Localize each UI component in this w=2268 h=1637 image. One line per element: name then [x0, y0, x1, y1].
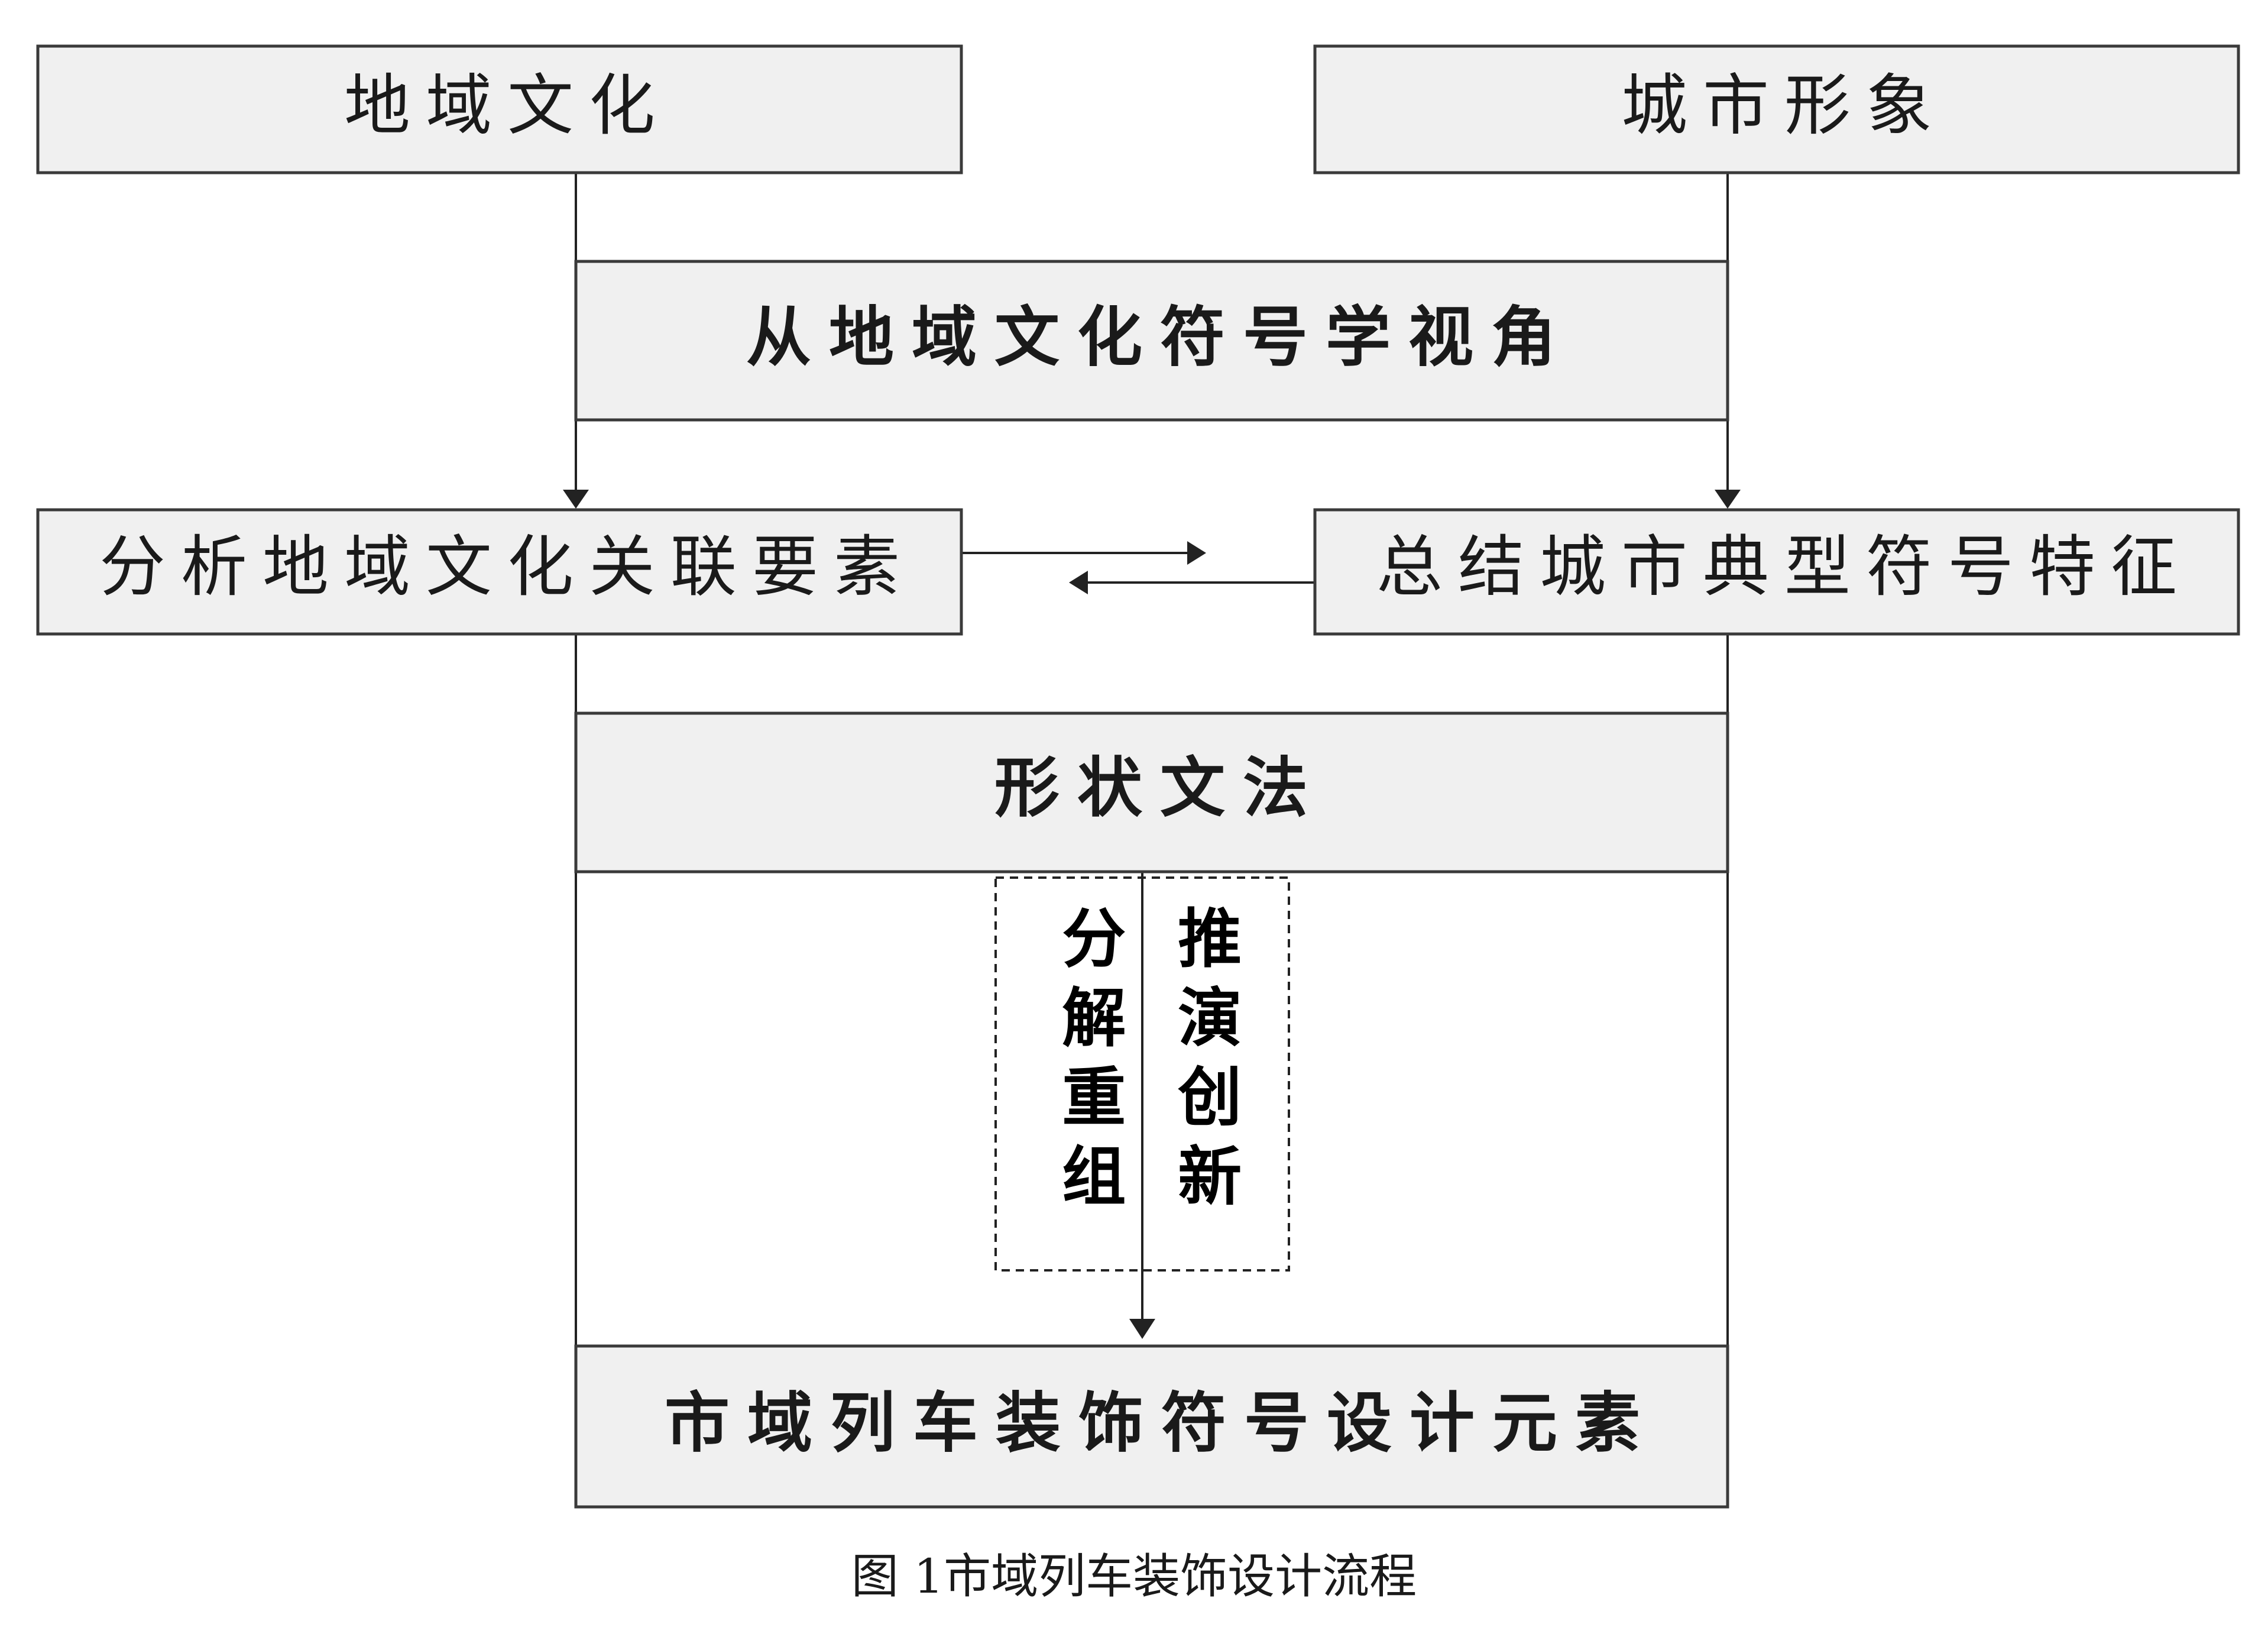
figure-caption: 图 1市域列车装饰设计流程	[851, 1549, 1417, 1604]
analyze-elements-label: 分析地域文化关联要素	[99, 529, 915, 606]
design-elements-label: 市域列车装饰符号设计元素	[665, 1385, 1658, 1461]
box-analyze-elements	[36, 508, 963, 636]
arrowhead-center	[1129, 1319, 1155, 1339]
method-dashed-box	[994, 876, 1290, 1272]
box-regional-culture	[36, 44, 963, 174]
arrowhead-left	[563, 490, 589, 509]
decompose-recombine-label: 分解重组	[1051, 905, 1126, 1222]
arrowhead-to-right	[1187, 541, 1206, 565]
arrowhead-right	[1715, 490, 1741, 509]
arrowhead-to-left	[1069, 571, 1088, 594]
shape-grammar-label: 形状文法	[994, 750, 1326, 826]
box-city-image	[1313, 44, 2240, 174]
semiotics-perspective-label: 从地域文化符号学视角	[746, 299, 1574, 375]
summarize-features-label: 总结城市典型符号特征	[1376, 529, 2192, 606]
city-image-label: 城市形象	[1621, 67, 1948, 144]
regional-culture-label: 地域文化	[344, 67, 670, 144]
deduce-innovate-label: 推演创新	[1167, 905, 1242, 1222]
box-summarize-features	[1313, 508, 2240, 636]
box-shape-grammar	[574, 711, 1729, 874]
box-design-elements	[574, 1344, 1729, 1509]
box-semiotics-perspective	[574, 260, 1729, 422]
